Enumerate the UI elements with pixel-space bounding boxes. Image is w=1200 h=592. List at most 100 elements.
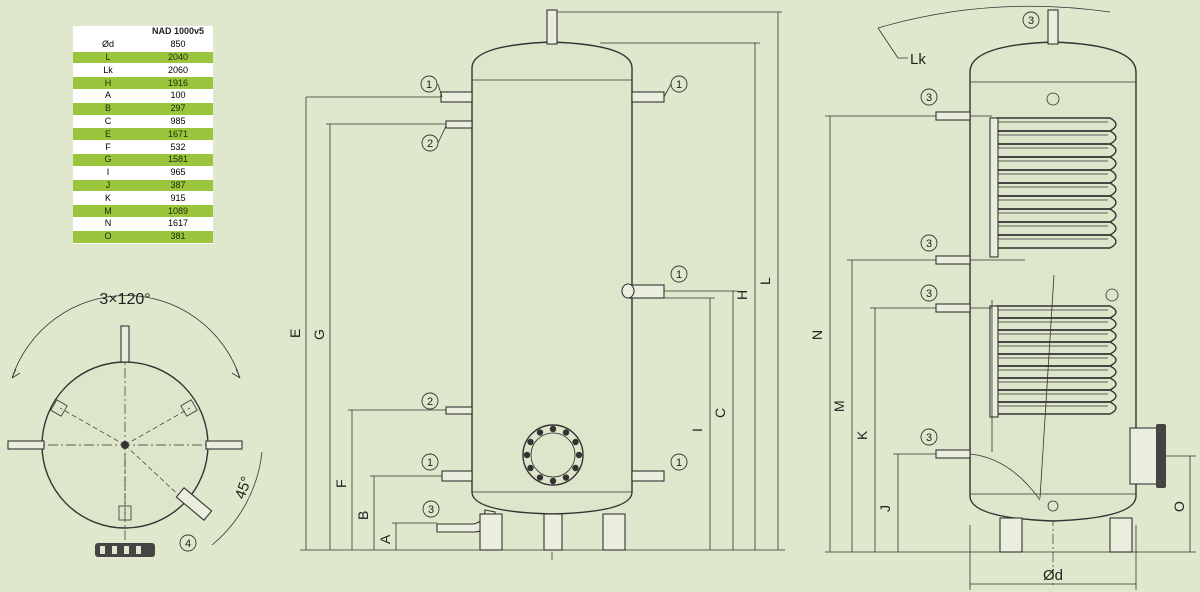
svg-text:3: 3 xyxy=(926,92,932,104)
spec-value: 2060 xyxy=(143,63,213,78)
spec-param: A xyxy=(73,89,143,103)
svg-text:H: H xyxy=(734,290,750,300)
flange-bolt xyxy=(575,451,583,459)
svg-text:M: M xyxy=(831,400,847,412)
spec-param: N xyxy=(73,217,143,231)
foot-right xyxy=(602,513,626,551)
svg-text:O: O xyxy=(1171,501,1187,512)
angle-45-arc xyxy=(211,451,263,546)
spec-param: J xyxy=(73,179,143,193)
side-flange-plate xyxy=(1156,424,1166,488)
spec-value: 985 xyxy=(143,115,213,129)
spec-param: B xyxy=(73,102,143,116)
top-view: 3×120° 45° 4 xyxy=(7,291,263,557)
angle-45-label: 45° xyxy=(232,474,256,501)
spec-value: 2040 xyxy=(143,51,213,65)
spec-table-header: NAD 1000v5 xyxy=(73,26,213,39)
spec-value: 1671 xyxy=(143,127,213,142)
svg-text:3: 3 xyxy=(428,504,434,516)
spec-param: G xyxy=(73,153,143,167)
spec-header-param xyxy=(73,26,143,39)
flange-bolt xyxy=(527,464,534,472)
svg-text:E: E xyxy=(287,329,303,338)
top-pipe xyxy=(120,325,130,363)
tank-side-body xyxy=(969,41,1137,522)
foot-left xyxy=(479,513,503,551)
callout-4-label: 4 xyxy=(185,538,191,550)
spec-param: I xyxy=(73,166,143,180)
spec-param: O xyxy=(73,230,143,244)
flange-bolt xyxy=(562,429,570,436)
flange-bolts xyxy=(523,425,583,485)
side-foot-left xyxy=(999,517,1023,553)
center-mark xyxy=(121,441,129,449)
spec-value: 387 xyxy=(143,179,213,193)
svg-text:1: 1 xyxy=(427,457,433,469)
spec-param: C xyxy=(73,115,143,129)
spec-param: Ød xyxy=(73,38,143,52)
side-view: Lk 3 3 3 3 3 N M xyxy=(809,5,1196,590)
coil-riser xyxy=(989,305,999,418)
svg-text:J: J xyxy=(877,505,893,512)
spec-param: F xyxy=(73,140,143,154)
side-dimensions: N M K J O Ød xyxy=(809,115,1196,590)
coil-riser xyxy=(989,117,999,258)
angle-arc xyxy=(11,295,241,379)
flange-bolt xyxy=(523,451,531,459)
lower-heating-coil xyxy=(989,305,1117,418)
spec-value: 532 xyxy=(143,140,213,154)
svg-text:N: N xyxy=(809,330,825,340)
lk-label: Lk xyxy=(910,51,926,68)
spec-value: 965 xyxy=(143,166,213,180)
spec-value: 297 xyxy=(143,102,213,116)
spec-value: 1916 xyxy=(143,76,213,90)
svg-text:3: 3 xyxy=(926,432,932,444)
svg-text:3: 3 xyxy=(926,238,932,250)
svg-text:2: 2 xyxy=(427,396,433,408)
left-pipe xyxy=(7,440,45,450)
spec-value: 915 xyxy=(143,191,213,206)
coil-turn xyxy=(996,234,1117,249)
lk-arc xyxy=(877,5,1111,29)
front-top-pipe xyxy=(546,9,558,45)
spec-value: 1089 xyxy=(143,204,213,218)
spec-value: 1581 xyxy=(143,153,213,167)
svg-text:K: K xyxy=(854,430,870,440)
spec-param: K xyxy=(73,191,143,206)
spec-param: Lk xyxy=(73,63,143,78)
flange xyxy=(522,424,584,486)
tank-front-body xyxy=(471,41,633,515)
spec-param: M xyxy=(73,204,143,218)
flange-bolt xyxy=(549,477,557,485)
flange-bolt xyxy=(562,474,570,481)
spec-value: 850 xyxy=(143,38,213,52)
angle-pattern-label: 3×120° xyxy=(99,291,150,308)
svg-text:3: 3 xyxy=(926,288,932,300)
svg-text:F: F xyxy=(333,479,349,488)
coil-turn xyxy=(996,401,1117,415)
spec-value: 1617 xyxy=(143,217,213,231)
svg-text:1: 1 xyxy=(676,79,682,91)
spec-value: 100 xyxy=(143,89,213,103)
spec-param: L xyxy=(73,51,143,65)
svg-text:A: A xyxy=(377,534,393,544)
svg-text:B: B xyxy=(355,511,371,520)
